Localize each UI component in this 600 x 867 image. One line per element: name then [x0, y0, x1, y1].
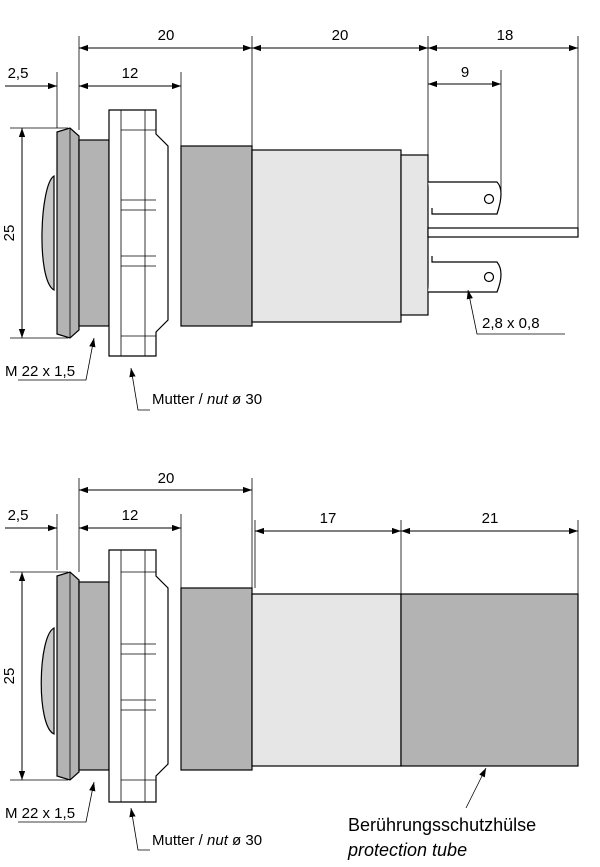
dim-2-5: 2,5 — [8, 65, 29, 82]
labels: M 22 x 1,5 Mutter / nut ø 30 2,8 x 0,8 — [5, 289, 565, 411]
bottom-view: 20 2,5 12 17 21 25 M 22 x 1,5 — [1, 470, 579, 860]
terminal-upper — [428, 181, 502, 215]
dim-17: 17 — [320, 510, 337, 527]
labels-bottom: M 22 x 1,5 Mutter / nut ø 30 Berührungss… — [5, 767, 536, 860]
center-pin — [427, 227, 579, 238]
lamp-assembly — [41, 109, 579, 357]
dimension-lines-bottom — [5, 486, 578, 780]
dim-25: 25 — [1, 225, 18, 242]
protection-tube — [400, 593, 579, 767]
extension-lines — [10, 36, 579, 339]
dim-20-a: 20 — [158, 27, 175, 44]
rear-housing-bottom — [180, 587, 253, 771]
lamp-assembly-bottom — [40, 549, 579, 803]
front-bezel — [56, 127, 80, 339]
terminal-lower-hole — [483, 271, 495, 283]
terminal-size-label: 2,8 x 0,8 — [482, 315, 540, 332]
nut-label-bottom: Mutter / nut ø 30 — [152, 832, 262, 849]
lens-dome — [41, 174, 55, 292]
front-bezel-bottom — [56, 571, 80, 781]
dim-20-b: 20 — [332, 27, 349, 44]
thread-sleeve — [78, 139, 110, 327]
dimension-lines — [5, 44, 578, 338]
rear-housing — [180, 145, 253, 327]
dim-9: 9 — [461, 64, 469, 81]
nut — [108, 109, 169, 357]
socket-end — [400, 154, 429, 316]
terminal-upper-hole — [483, 193, 495, 205]
dim-12: 12 — [122, 65, 139, 82]
top-view: 20 20 18 2,5 12 9 25 — [1, 27, 579, 411]
terminal-lower — [428, 256, 502, 293]
dim-25-bottom: 25 — [1, 668, 18, 685]
nut-label: Mutter / nut ø 30 — [152, 391, 262, 408]
protection-tube-label-en: protection tube — [347, 840, 467, 860]
protection-tube-label-de: Berührungsschutzhülse — [348, 815, 536, 835]
dim-12-bottom: 12 — [122, 507, 139, 524]
thread-label: M 22 x 1,5 — [5, 363, 75, 380]
dim-21: 21 — [482, 510, 499, 527]
nut-bottom — [108, 549, 169, 803]
lens-dome-bottom — [40, 627, 55, 735]
dim-2-5-bottom: 2,5 — [8, 507, 29, 524]
thread-sleeve-bottom — [78, 581, 110, 771]
dim-20-bottom: 20 — [158, 470, 175, 487]
dim-18: 18 — [497, 27, 514, 44]
socket-cylinder — [251, 149, 402, 323]
thread-label-bottom: M 22 x 1,5 — [5, 805, 75, 822]
socket-cylinder-bottom — [251, 593, 402, 767]
